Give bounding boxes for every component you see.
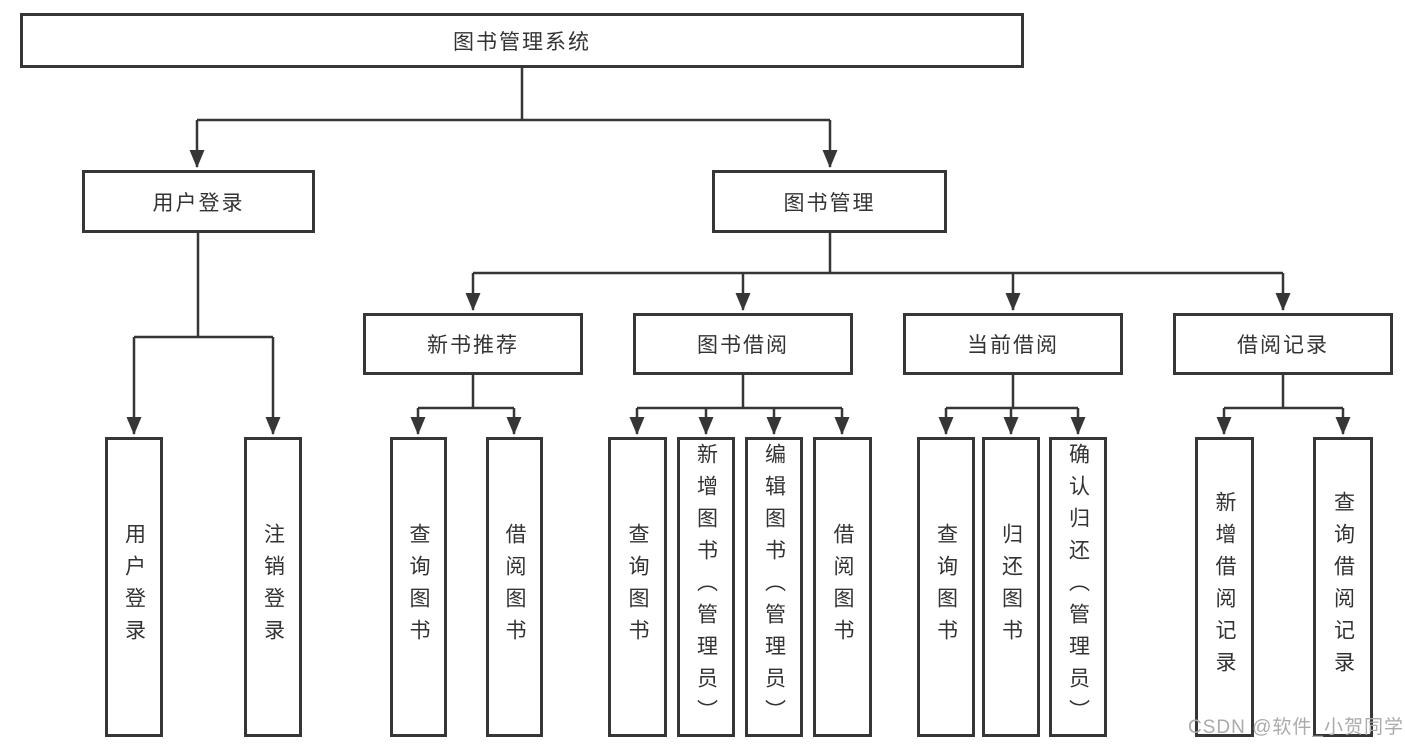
leaf-label: 查询借阅记录 bbox=[1331, 491, 1355, 683]
node-borrowing-records: 借阅记录 bbox=[1173, 313, 1393, 375]
leaf-query-books-recommendation: 查询图书 bbox=[390, 437, 447, 737]
leaf-label: 确认归还（管理员） bbox=[1066, 443, 1090, 731]
leaf-add-books-admin: 新增图书（管理员） bbox=[677, 437, 735, 737]
csdn-watermark: CSDN @软件_小贺同学 bbox=[1188, 717, 1404, 738]
leaf-label: 归还图书 bbox=[999, 523, 1023, 651]
leaf-label: 用户登录 bbox=[122, 523, 146, 651]
leaf-label: 注销登录 bbox=[261, 523, 285, 651]
node-current-borrowing: 当前借阅 bbox=[903, 313, 1123, 375]
node-label: 当前借阅 bbox=[967, 334, 1059, 357]
node-user-login: 用户登录 bbox=[82, 170, 315, 233]
leaf-label: 借阅图书 bbox=[831, 523, 854, 651]
leaf-return-books: 归还图书 bbox=[982, 437, 1040, 737]
leaf-add-borrow-record: 新增借阅记录 bbox=[1195, 437, 1254, 737]
leaf-label: 查询图书 bbox=[626, 523, 649, 651]
node-label: 图书管理 bbox=[783, 191, 876, 215]
node-book-management: 图书管理 bbox=[712, 170, 947, 233]
node-label: 图书借阅 bbox=[697, 334, 789, 357]
leaf-user-login: 用户登录 bbox=[105, 437, 163, 737]
node-label: 用户登录 bbox=[152, 191, 245, 215]
node-book-borrowing: 图书借阅 bbox=[633, 313, 853, 375]
node-label: 借阅记录 bbox=[1237, 334, 1329, 357]
leaf-label: 查询图书 bbox=[934, 523, 958, 651]
leaf-query-books-borrowing: 查询图书 bbox=[608, 437, 667, 737]
leaf-label: 新增图书（管理员） bbox=[694, 443, 718, 731]
leaf-borrow-books-recommendation: 借阅图书 bbox=[486, 437, 543, 737]
node-new-book-recommendation: 新书推荐 bbox=[363, 313, 583, 375]
node-label: 图书管理系统 bbox=[453, 30, 591, 54]
leaf-label: 新增借阅记录 bbox=[1213, 491, 1236, 683]
leaf-borrow-books: 借阅图书 bbox=[813, 437, 872, 737]
leaf-logout: 注销登录 bbox=[244, 437, 302, 737]
node-library-management-system: 图书管理系统 bbox=[20, 13, 1024, 68]
leaf-confirm-return-admin: 确认归还（管理员） bbox=[1049, 437, 1107, 737]
node-label: 新书推荐 bbox=[427, 334, 519, 357]
leaf-label: 编辑图书（管理员） bbox=[762, 443, 786, 731]
leaf-query-books-current: 查询图书 bbox=[917, 437, 975, 737]
leaf-label: 借阅图书 bbox=[503, 523, 526, 651]
leaf-label: 查询图书 bbox=[407, 523, 430, 651]
leaf-query-borrow-record: 查询借阅记录 bbox=[1313, 437, 1373, 737]
leaf-edit-books-admin: 编辑图书（管理员） bbox=[745, 437, 803, 737]
